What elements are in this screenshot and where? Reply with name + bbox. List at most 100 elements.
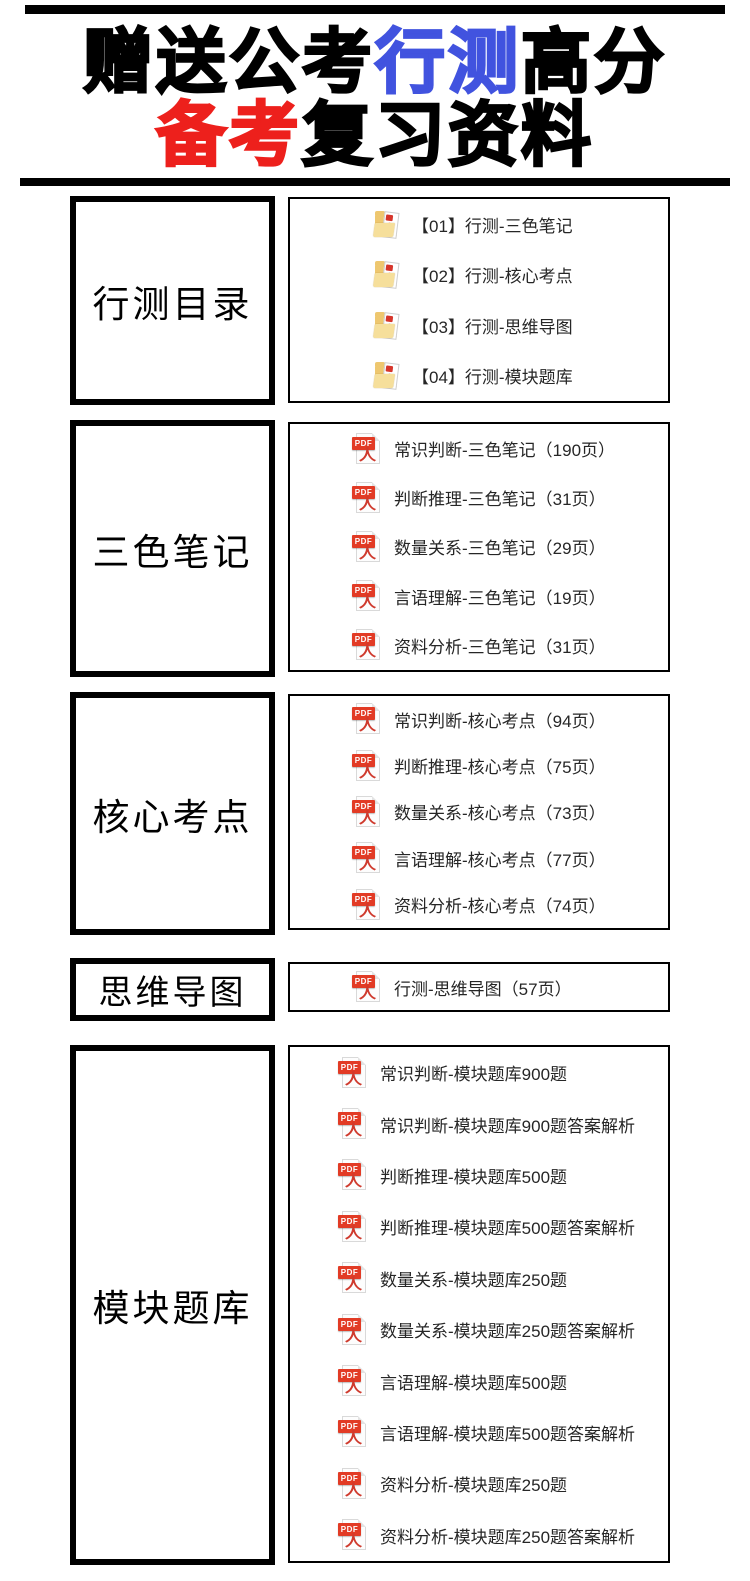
file-item-label: 言语理解-模块题库500题 <box>380 1373 568 1393</box>
pdf-label-banner: PDF <box>352 846 375 860</box>
file-item-label: 判断推理-模块题库500题 <box>380 1167 568 1187</box>
pdf-person-glyph: 人 <box>344 1070 363 1088</box>
title-text-segment: 赠送公考 <box>82 23 375 101</box>
pdf-person-glyph: 人 <box>344 1379 363 1397</box>
folder-icon <box>373 361 400 391</box>
file-item-label: 言语理解-核心考点（77页） <box>394 850 606 870</box>
pdf-label-banner: PDF <box>338 1471 361 1485</box>
pdf-label-banner: PDF <box>338 1060 361 1074</box>
pdf-person-glyph: 人 <box>344 1173 363 1191</box>
file-item-label: 言语理解-模块题库500题答案解析 <box>380 1424 636 1444</box>
file-item-label: 数量关系-模块题库250题答案解析 <box>380 1322 636 1342</box>
folder-icon <box>373 210 400 239</box>
file-item-label: 资料分析-核心考点（74页） <box>394 897 606 917</box>
file-item[interactable]: 【01】行测-三色笔记 <box>373 210 668 239</box>
file-item-label: 行测-思维导图（57页） <box>394 979 572 999</box>
folder-front-shape <box>373 323 395 338</box>
file-item-label: 数量关系-三色笔记（29页） <box>394 539 606 559</box>
pdf-person-glyph: 人 <box>358 544 377 562</box>
pdf-person-glyph: 人 <box>344 1224 363 1242</box>
file-item[interactable]: 【02】行测-核心考点 <box>373 260 668 290</box>
pdf-person-glyph: 人 <box>344 1481 363 1499</box>
pdf-person-glyph: 人 <box>344 1327 363 1345</box>
file-item-label: 判断推理-三色笔记（31页） <box>394 490 606 510</box>
file-item-label: 数量关系-核心考点（73页） <box>394 804 606 824</box>
pdf-person-glyph: 人 <box>358 717 377 735</box>
section-label-box: 核心考点 <box>70 692 275 935</box>
file-item[interactable]: 【04】行测-模块题库 <box>373 361 668 391</box>
section-label: 模块题库 <box>92 1287 253 1330</box>
folder-icon <box>373 311 400 340</box>
file-list: 【01】行测-三色笔记【02】行测-核心考点【03】行测-思维导图【04】行测-… <box>288 197 670 403</box>
pdf-label-banner: PDF <box>352 799 375 813</box>
pdf-label-banner: PDF <box>352 633 375 647</box>
title-line-1: 赠送公考行测高分 <box>0 23 750 101</box>
file-item-label: 【03】行测-思维导图 <box>412 317 573 337</box>
pdf-label-banner: PDF <box>338 1214 361 1228</box>
file-item-label: 常识判断-三色笔记（190页） <box>394 441 616 461</box>
file-item-label: 判断推理-模块题库500题答案解析 <box>380 1219 636 1239</box>
pdf-person-glyph: 人 <box>358 495 377 513</box>
pdf-person-glyph: 人 <box>344 1430 363 1448</box>
top-divider-bar <box>25 5 725 14</box>
folder-front-shape <box>373 273 395 288</box>
file-item-label: 常识判断-模块题库900题 <box>380 1065 568 1085</box>
pdf-person-glyph: 人 <box>358 809 377 827</box>
pdf-person-glyph: 人 <box>358 446 377 464</box>
pdf-person-glyph: 人 <box>344 1122 363 1140</box>
pdf-person-glyph: 人 <box>344 1533 363 1551</box>
file-item-label: 资料分析-模块题库250题 <box>380 1476 568 1496</box>
pdf-label-banner: PDF <box>352 975 375 988</box>
pdf-person-glyph: 人 <box>344 1276 363 1294</box>
pdf-label-banner: PDF <box>338 1369 361 1383</box>
file-item-label: 常识判断-模块题库900题答案解析 <box>380 1116 636 1136</box>
file-item[interactable]: 【03】行测-思维导图 <box>373 311 668 340</box>
section-label-box: 模块题库 <box>70 1045 275 1565</box>
pdf-label-banner: PDF <box>352 534 375 548</box>
pdf-label-banner: PDF <box>338 1317 361 1331</box>
title-text-segment: 复习资料 <box>301 96 594 174</box>
pdf-label-banner: PDF <box>352 707 375 721</box>
title-text-segment: 备考 <box>155 96 302 174</box>
